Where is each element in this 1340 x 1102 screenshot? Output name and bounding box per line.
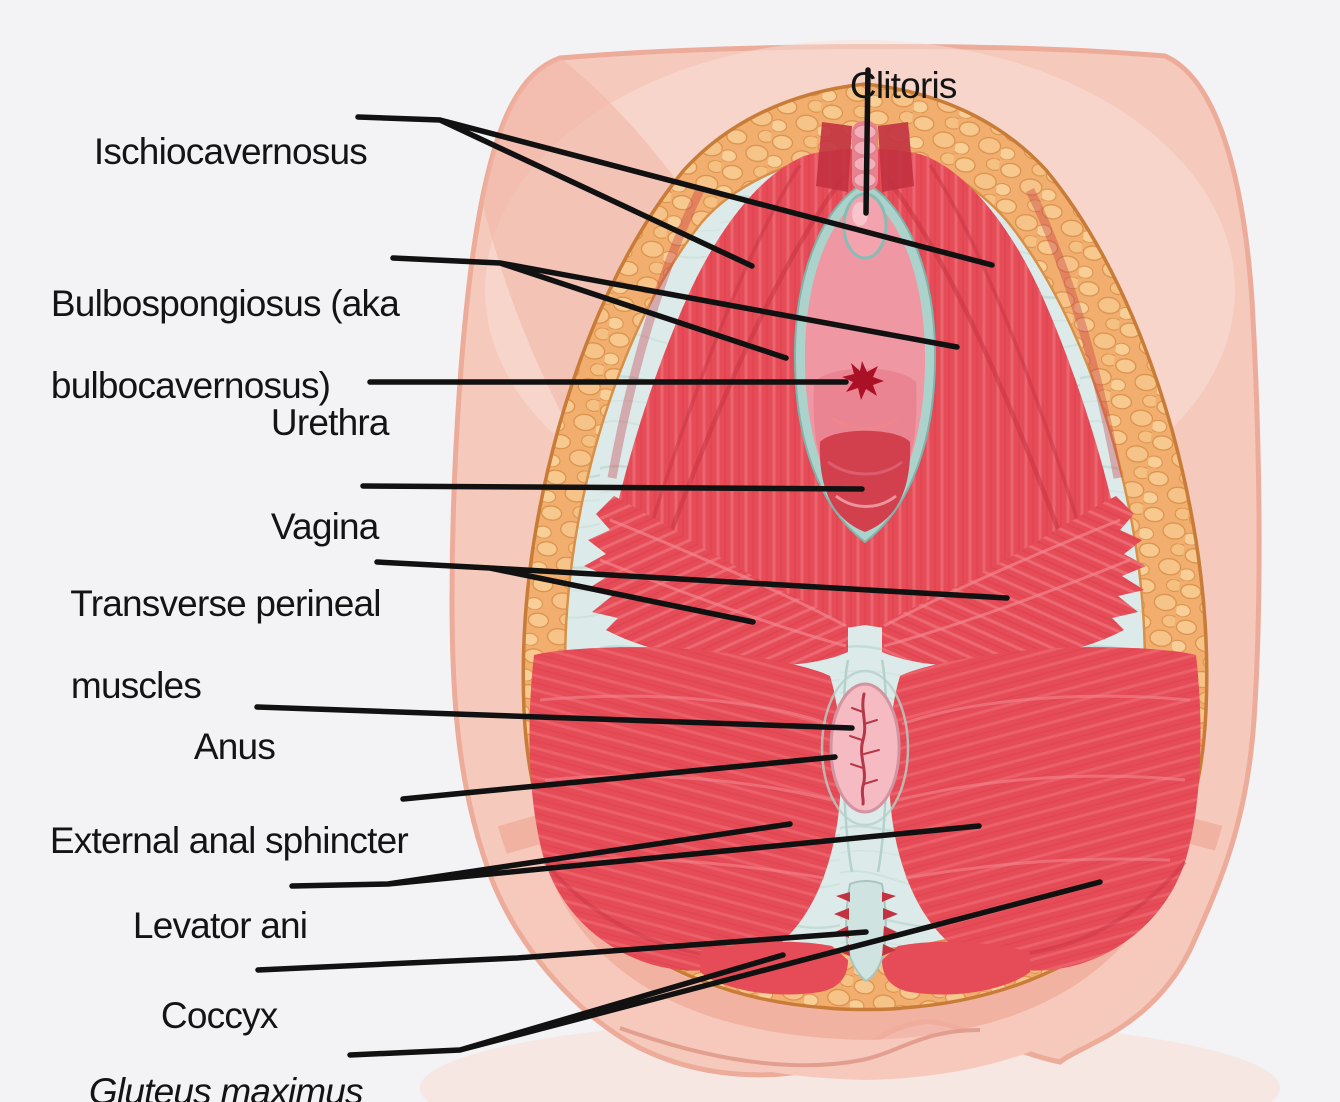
leader-transverse-perineal — [374, 559, 1010, 625]
label-levator-ani-text: Levator ani — [132, 905, 308, 946]
anus-opening — [829, 682, 901, 814]
leader-external-anal-sphincter — [400, 754, 838, 802]
label-bulbospongiosus: Bulbospongiosus (aka bulbocavernosus) — [13, 242, 400, 447]
leader-bulbospongiosus — [390, 255, 960, 361]
anal-region — [820, 659, 910, 873]
label-gluteus-maximus: Gluteus maximus — [51, 1030, 364, 1102]
urethral-opening-star — [842, 361, 884, 400]
leader-levator-ani — [289, 821, 982, 889]
vestibule — [793, 180, 937, 544]
label-transverse-line1: Transverse perineal — [70, 583, 381, 624]
leader-ischiocavernosus — [355, 114, 995, 269]
label-clitoris: Clitoris — [812, 24, 957, 147]
label-transverse-perineal: Transverse perineal muscles — [33, 542, 381, 747]
levator-ani-gluteus-left — [529, 647, 848, 995]
label-urethra: Urethra — [233, 361, 390, 484]
label-clitoris-text: Clitoris — [849, 65, 957, 106]
label-anus-text: Anus — [193, 726, 276, 767]
label-ischiocavernosus-text: Ischiocavernosus — [93, 131, 368, 172]
vaginal-opening — [819, 430, 911, 532]
label-vagina: Vagina — [233, 465, 379, 588]
leader-vagina — [360, 483, 865, 492]
leader-gluteus-maximus — [347, 879, 1103, 1058]
label-bulbospongiosus-line2: bulbocavernosus) — [50, 365, 331, 406]
label-external-anal-sphincter: External anal sphincter — [12, 779, 409, 902]
leader-clitoris — [863, 67, 871, 216]
label-vagina-text: Vagina — [270, 506, 379, 547]
label-levator-ani: Levator ani — [95, 864, 308, 987]
gluteal-fold-line — [619, 1026, 981, 1068]
levator-ani-gluteus-right — [882, 647, 1201, 995]
leader-anus — [254, 704, 855, 731]
label-bulbospongiosus-line1: Bulbospongiosus (aka — [50, 283, 400, 324]
label-transverse-line2: muscles — [70, 665, 202, 706]
label-anus: Anus — [158, 685, 276, 808]
label-coccyx-text: Coccyx — [160, 995, 278, 1036]
label-gluteus-maximus-text: Gluteus maximus — [88, 1071, 364, 1102]
label-coccyx: Coccyx — [123, 954, 278, 1077]
leader-lines — [254, 67, 1103, 1058]
ischiocavernosus-right-band — [1025, 188, 1123, 479]
leader-coccyx — [255, 929, 869, 973]
label-urethra-text: Urethra — [270, 402, 390, 443]
label-ischiocavernosus: Ischiocavernosus — [56, 90, 368, 213]
transverse-perineal-right — [882, 496, 1146, 666]
ischiocavernosus-left-band — [607, 188, 705, 479]
label-external-anal-sphincter-text: External anal sphincter — [49, 820, 409, 861]
